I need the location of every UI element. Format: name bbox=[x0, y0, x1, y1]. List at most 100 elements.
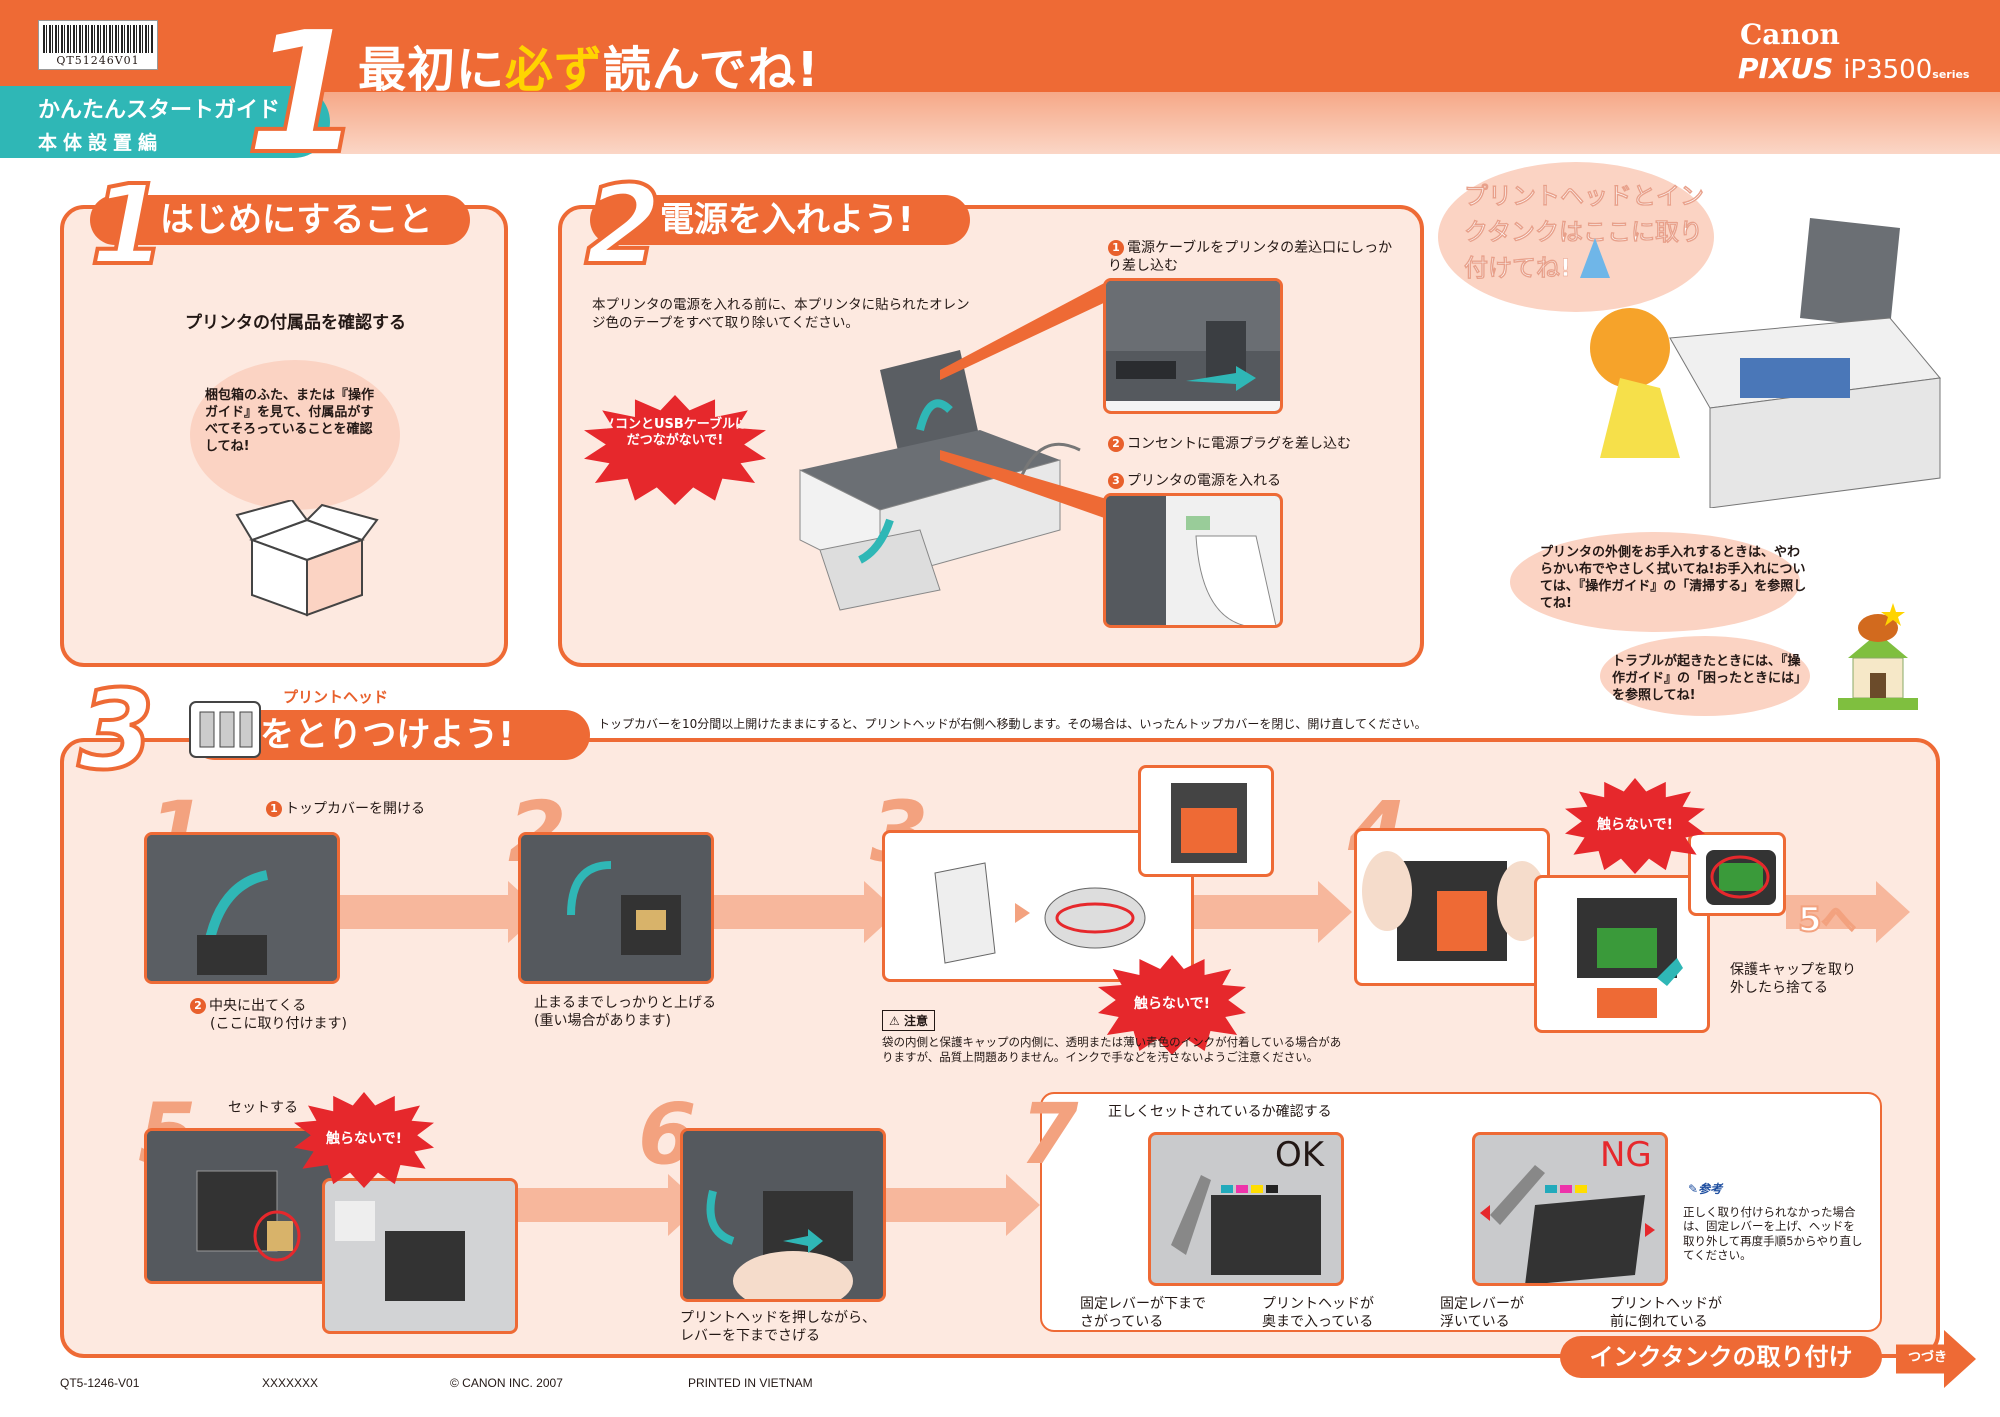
guide-tab bbox=[0, 86, 330, 158]
ok-photo bbox=[1148, 1132, 1344, 1286]
label-open-text: トップカバーを開ける bbox=[285, 801, 425, 817]
caution-badge: ⚠ 注意 bbox=[882, 1010, 935, 1031]
ok-lever-line2: さがっている bbox=[1080, 1313, 1164, 1330]
guide-title: かんたんスタートガイド bbox=[38, 98, 281, 123]
bubble-trouble-text: トラブルが起きたときには、『操作ガイド』の「困ったときには」を参照してね! bbox=[1612, 654, 1801, 703]
footer-code: QT5-1246-V01 bbox=[60, 1376, 140, 1390]
reference-badge: ✎参考 bbox=[1688, 1180, 1722, 1197]
section3-note: トップカバーを10分間以上開けたままにすると、プリントヘッドが右側へ移動します。… bbox=[598, 717, 1427, 731]
title-part1: 最初に bbox=[358, 42, 506, 98]
page-title: 最初に必ず読んでね! bbox=[358, 30, 820, 100]
label-set: セットする bbox=[228, 1100, 298, 1116]
caution-text: 袋の内側と保護キャップの内側に、透明または薄い青色のインクが付着している場合があ… bbox=[882, 1035, 1342, 1064]
section2-step1-text: 電源ケーブルをプリンタの差込口にしっかり差し込む bbox=[1108, 240, 1393, 274]
step4-photo-b bbox=[1534, 875, 1710, 1033]
section1-bubble-text: 梱包箱のふた、または『操作ガイド』を見て、付属品がすべてそろっていることを確認し… bbox=[205, 388, 375, 454]
flow-arrow-1 bbox=[340, 881, 542, 943]
section2-step3-text: プリンタの電源を入れる bbox=[1127, 473, 1281, 489]
section1-heading: プリンタの付属品を確認する bbox=[185, 313, 406, 333]
callout-lines bbox=[940, 280, 1110, 520]
header-bar bbox=[0, 0, 2000, 92]
step5-photo-b bbox=[322, 1178, 518, 1334]
flow-arrow-4 bbox=[1786, 881, 1910, 943]
section2-intro: 本プリンタの電源を入れる前に、本プリンタに貼られたオレンジ色のテープをすべて取り… bbox=[592, 297, 970, 332]
bubble-care bbox=[1510, 532, 1800, 632]
label-cap-line2: 外したら捨てる bbox=[1730, 979, 1828, 996]
flow-arrow-2 bbox=[714, 881, 898, 943]
power-cable-photo bbox=[1103, 278, 1283, 414]
label-confirm: 正しくセットされているか確認する bbox=[1108, 1104, 1332, 1120]
label-center-line2: (ここに取り付けます) bbox=[210, 1015, 347, 1032]
ok-mark: OK bbox=[1275, 1135, 1325, 1175]
reference-text: 正しく取り付けられなかった場合は、固定レバーを上げ、ヘッドを取り外して再度手順5… bbox=[1683, 1205, 1863, 1263]
section1-title: はじめにすること bbox=[90, 195, 470, 245]
circle-num-1: 1 bbox=[266, 801, 282, 817]
label-center-line1: 中央に出てくる bbox=[209, 998, 307, 1014]
step-number-7: 7 bbox=[1020, 1085, 1079, 1183]
ng-head-line2: 前に倒れている bbox=[1610, 1313, 1708, 1330]
ok-head-line1: プリントヘッドが bbox=[1262, 1296, 1374, 1312]
next-step-5: 5へ bbox=[1797, 899, 1857, 941]
header-fade bbox=[0, 92, 2000, 154]
title-part2: 読んでね! bbox=[603, 42, 820, 98]
brand-logo: Canon bbox=[1740, 18, 1840, 51]
footer-printed: PRINTED IN VIETNAM bbox=[688, 1376, 813, 1390]
pencil-icon: ✎ bbox=[1688, 1182, 1699, 1196]
next-label: つづき bbox=[1908, 1350, 1948, 1365]
caution-badge-text: 注意 bbox=[903, 1014, 928, 1028]
section3-ruby: プリントヘッド bbox=[283, 688, 389, 706]
box-icon bbox=[235, 500, 379, 617]
product-line: PIXUS bbox=[1738, 52, 1834, 85]
ng-lever-line2: 浮いている bbox=[1440, 1313, 1510, 1330]
step-num-2: 2 bbox=[1108, 436, 1124, 452]
label-push-line2: レバーを下までさげる bbox=[680, 1327, 820, 1344]
step3-printhead-photo bbox=[1138, 765, 1274, 877]
label-cap-line1: 保護キャップを取り bbox=[1730, 962, 1856, 978]
power-button-photo bbox=[1103, 493, 1283, 628]
barcode-lines bbox=[43, 25, 153, 53]
flow-arrow-6 bbox=[886, 1174, 1040, 1236]
printer-open-illustration bbox=[1580, 218, 1941, 508]
circle-num-2: 2 bbox=[190, 998, 206, 1014]
bubble-printhead bbox=[1438, 162, 1714, 312]
barcode: QT51246V01 bbox=[38, 20, 158, 70]
ng-photo bbox=[1472, 1132, 1668, 1286]
label-ok-head: プリントヘッドが奥まで入っている bbox=[1262, 1296, 1374, 1331]
product-model: iP3500 bbox=[1843, 55, 1933, 85]
step-num-1: 1 bbox=[1108, 240, 1124, 256]
section2-title: 電源を入れよう! bbox=[590, 195, 970, 245]
guide-subtitle: 本体設置編 bbox=[38, 132, 164, 154]
section1-number: 1 bbox=[88, 161, 169, 289]
label-lift: 止まるまでしっかりと上げる(重い場合があります) bbox=[534, 995, 716, 1030]
product-name: PIXUS iP3500series bbox=[1738, 52, 1969, 85]
ok-lever-line1: 固定レバーが下まで bbox=[1080, 1296, 1206, 1312]
label-ng-head: プリントヘッドが前に倒れている bbox=[1610, 1296, 1722, 1331]
product-series: series bbox=[1932, 68, 1970, 81]
step4-photo-a bbox=[1354, 828, 1550, 986]
section2-number: 2 bbox=[583, 161, 664, 289]
barcode-text: QT51246V01 bbox=[56, 54, 140, 67]
step2-photo bbox=[518, 832, 714, 984]
section3-number: 3 bbox=[76, 666, 157, 794]
section1-bubble bbox=[190, 360, 400, 510]
ng-lever-line1: 固定レバーが bbox=[1440, 1296, 1524, 1312]
title-highlight: 必ず bbox=[505, 42, 604, 98]
label-ng-lever: 固定レバーが浮いている bbox=[1440, 1296, 1524, 1331]
flow-arrow-5 bbox=[518, 1174, 702, 1236]
printhead-icon bbox=[189, 701, 261, 758]
guide-big-number: 1 bbox=[243, 0, 365, 192]
footer-placeholder: XXXXXXX bbox=[262, 1376, 319, 1390]
step5-photo-a bbox=[144, 1128, 340, 1284]
footer-copyright: © CANON INC. 2007 bbox=[450, 1376, 563, 1390]
flow-arrow-3 bbox=[1194, 881, 1352, 943]
step6-photo bbox=[680, 1128, 886, 1302]
label-push-line1: プリントヘッドを押しながら、 bbox=[680, 1310, 876, 1326]
next-section-tab: インクタンクの取り付け bbox=[1560, 1336, 1882, 1378]
step4-photo-c bbox=[1688, 832, 1786, 916]
step-num-3: 3 bbox=[1108, 473, 1124, 489]
